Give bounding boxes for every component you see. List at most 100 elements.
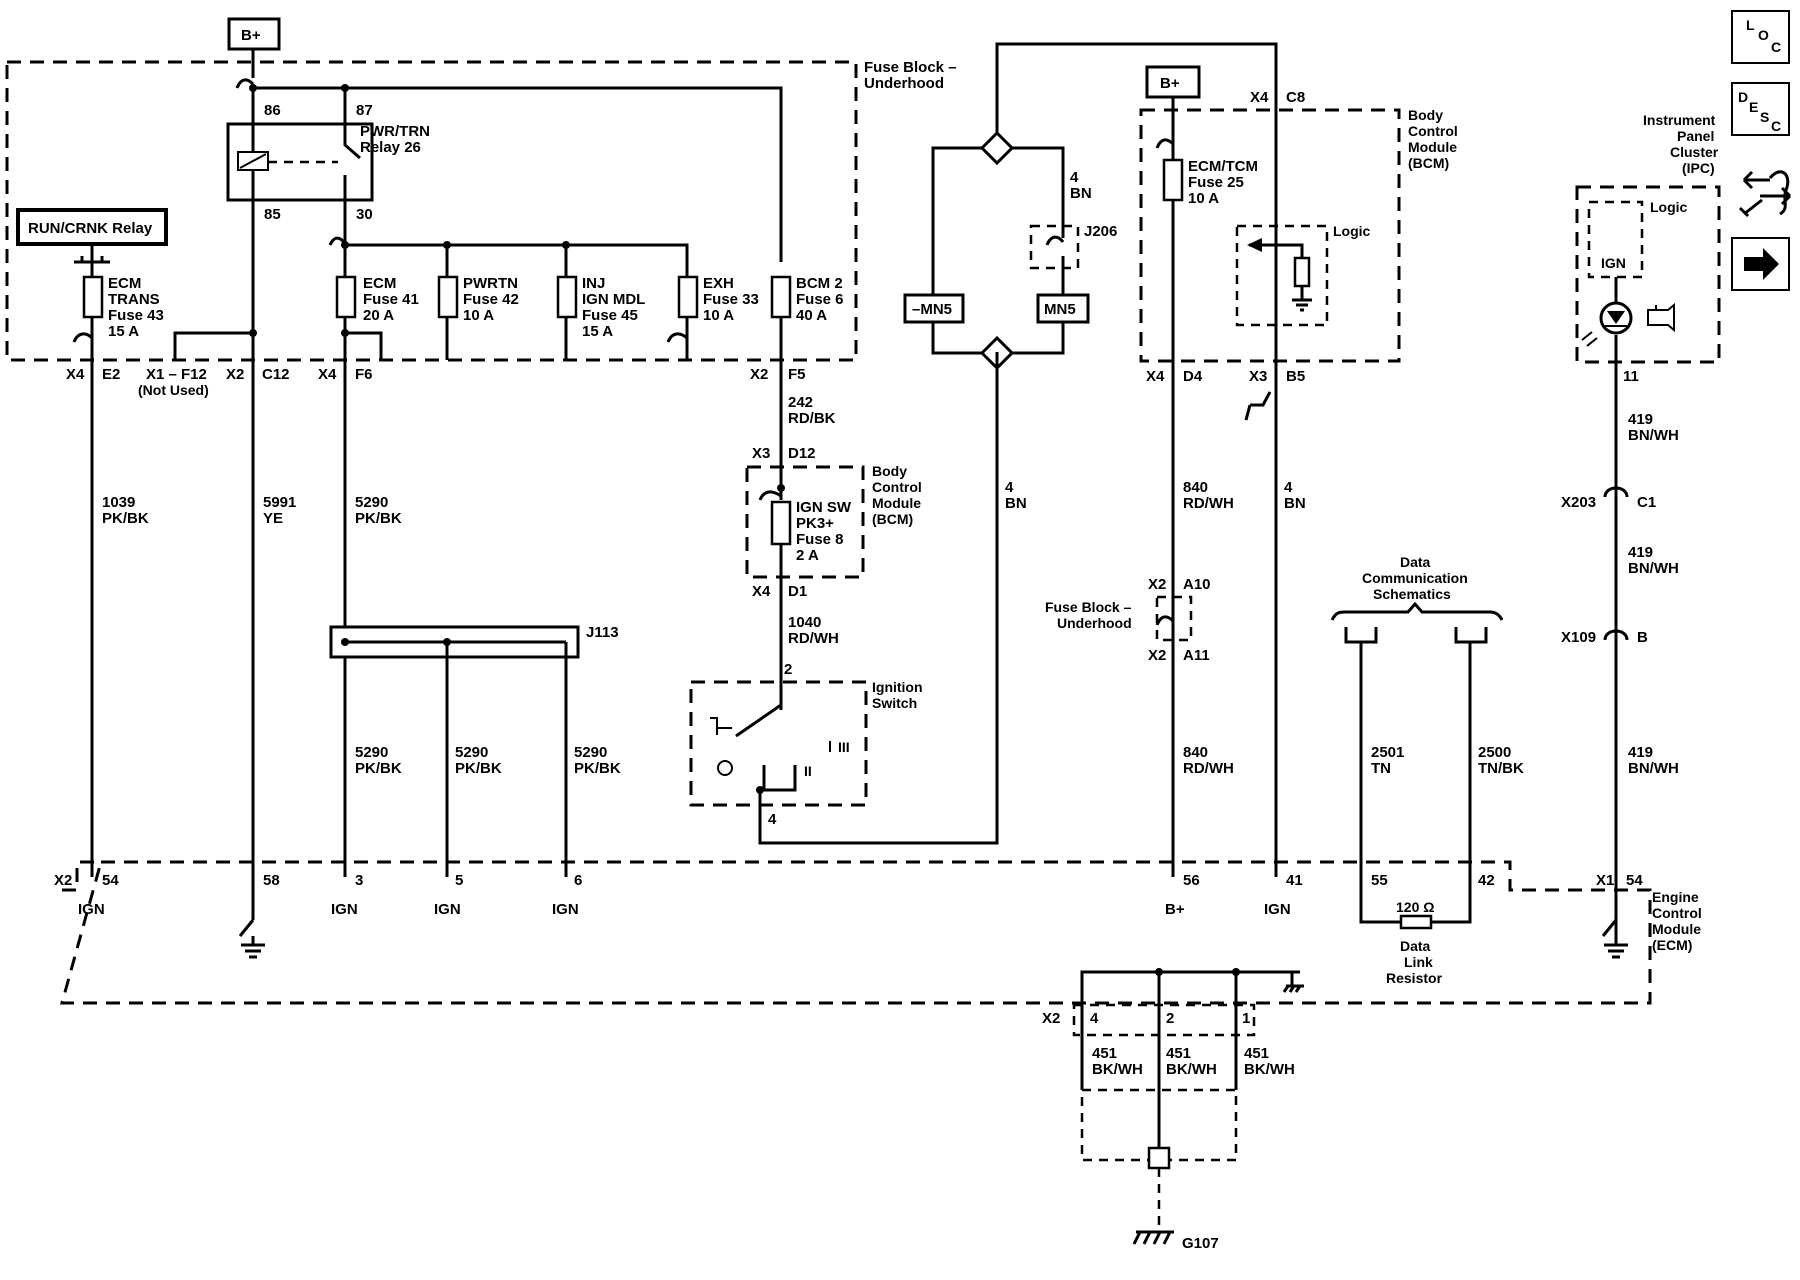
fuse-label: BCM 2 — [796, 275, 843, 292]
fuse-label: Fuse 41 — [363, 291, 419, 308]
run-crnk-relay-tag — [16, 208, 168, 246]
fuse-label: Fuse 25 — [1188, 174, 1244, 191]
module-label: Instrument — [1643, 112, 1716, 128]
fuse-ecm-trans-43: ECM TRANS Fuse 43 15 A — [72, 262, 164, 343]
logic-input-line — [1249, 243, 1304, 258]
ground-pin-label: 4 — [1090, 1010, 1099, 1027]
fuse-body — [437, 275, 459, 319]
ecm-label: Module — [1652, 921, 1701, 937]
module-label: Panel — [1677, 128, 1714, 144]
inline-connector-x203 — [1603, 486, 1629, 498]
fuse-label: 15 A — [108, 323, 139, 340]
chassis-ground-icon — [1282, 972, 1304, 993]
wire-label: 5991 — [263, 494, 296, 511]
wire-label: PK/BK — [355, 760, 402, 777]
ecm-pin-label: 54 — [1626, 872, 1643, 889]
wire-label: 451 — [1244, 1045, 1269, 1062]
splice-label: J206 — [1084, 223, 1117, 240]
wire-label: RD/BK — [788, 410, 836, 427]
connector-label: X4 — [1250, 89, 1269, 106]
wire-label: 4 — [1284, 479, 1293, 496]
ecm-label: (ECM) — [1652, 937, 1692, 953]
ipc-light-rays-icon — [1581, 331, 1598, 347]
logic-resistor — [1293, 256, 1311, 288]
connector-label: X1 — [1596, 872, 1614, 889]
resistor-value-label: 120 Ω — [1396, 899, 1434, 915]
wire-label: 5290 — [574, 744, 607, 761]
fuse-block-title-line1: Fuse Block – — [864, 59, 957, 76]
fuse-body — [556, 275, 578, 319]
loc-button[interactable]: L O C — [1731, 10, 1790, 64]
connector-label: X109 — [1561, 629, 1596, 646]
loc-letter: O — [1758, 27, 1769, 43]
wire-label: BN — [1070, 185, 1092, 202]
junction-dot — [1155, 968, 1163, 976]
loc-letter: L — [1746, 17, 1755, 33]
connector-label: A11 — [1183, 647, 1210, 664]
ground-pin-label: 1 — [1242, 1010, 1250, 1027]
fuse-body — [770, 275, 792, 319]
connector-label: X3 — [752, 445, 770, 462]
fuse-body — [82, 275, 104, 319]
data-comm-label: Schematics — [1373, 586, 1451, 602]
fuse-label: INJ — [582, 275, 605, 292]
ecm-ign-label: IGN — [78, 901, 105, 918]
module-label: Underhood — [1057, 615, 1132, 631]
wire-label: BN/WH — [1628, 760, 1679, 777]
connector-label: X2 — [750, 366, 768, 383]
fuse-label: Fuse 33 — [703, 291, 759, 308]
resistor-label: Link — [1404, 954, 1433, 970]
connector-label: MN5 — [1044, 301, 1076, 318]
fuse-label: 15 A — [582, 323, 613, 340]
ignition-switch-off-contact — [717, 760, 733, 776]
inline-connector-x109 — [1603, 629, 1629, 641]
bcm-right-boundary — [1139, 108, 1401, 363]
switch-label: Ignition — [872, 679, 923, 695]
ecm-pin-label: 55 — [1371, 872, 1388, 889]
module-label: (IPC) — [1682, 160, 1715, 176]
fuse-label: TRANS — [108, 291, 160, 308]
module-label: Body — [1408, 107, 1443, 123]
logic-label: Logic — [1650, 199, 1688, 215]
wire-451 — [1080, 1035, 1238, 1160]
splice-j206-symbol — [1045, 235, 1065, 246]
wire-label: 840 — [1183, 744, 1208, 761]
connector-label: X2 — [1148, 647, 1166, 664]
wire-label: RD/WH — [788, 630, 839, 647]
splice-left-return — [931, 322, 982, 355]
desc-button[interactable]: D E S C — [1731, 82, 1790, 136]
junction-dot — [341, 638, 349, 646]
ecm-pin-label: 6 — [574, 872, 582, 889]
desc-button-frame[interactable] — [1731, 82, 1790, 136]
fuse-label: 10 A — [463, 307, 494, 324]
data-comm-label: Data — [1400, 554, 1431, 570]
wire-label: RD/WH — [1183, 760, 1234, 777]
connector-label: C12 — [262, 366, 290, 383]
bcm-ign-sw-boundary — [745, 465, 865, 579]
wire-label: PK/BK — [102, 510, 149, 527]
loc-button-frame[interactable] — [1731, 10, 1790, 64]
ecm-ign-label: IGN — [552, 901, 579, 918]
module-label: Module — [872, 495, 921, 511]
data-link-resistor — [1399, 914, 1433, 930]
connector-label: X3 — [1249, 368, 1267, 385]
wire-label: PK/BK — [574, 760, 621, 777]
pin-label: 4 — [768, 811, 777, 828]
next-page-button[interactable] — [1731, 237, 1790, 291]
ecm-pin-label: 54 — [102, 872, 119, 889]
swap-arrows-icon[interactable] — [1742, 170, 1792, 206]
pin-label: 11 — [1623, 368, 1639, 385]
connector-label: D1 — [788, 583, 807, 600]
ecm-label: Control — [1652, 905, 1702, 921]
b-plus-box-right — [1145, 65, 1201, 99]
switch-position-label: II — [804, 763, 812, 779]
fuse-label: Fuse 42 — [463, 291, 519, 308]
connector-view-button[interactable] — [1738, 170, 1792, 218]
fuse-label: 20 A — [363, 307, 394, 324]
ground-label: G107 — [1182, 1235, 1219, 1252]
fuse-label: PWRTN — [463, 275, 518, 292]
wire-4bn-ign — [758, 352, 999, 845]
relay-pin85: 85 — [264, 206, 281, 223]
fuse-pwrtn-42: PWRTN Fuse 42 10 A — [437, 275, 519, 360]
